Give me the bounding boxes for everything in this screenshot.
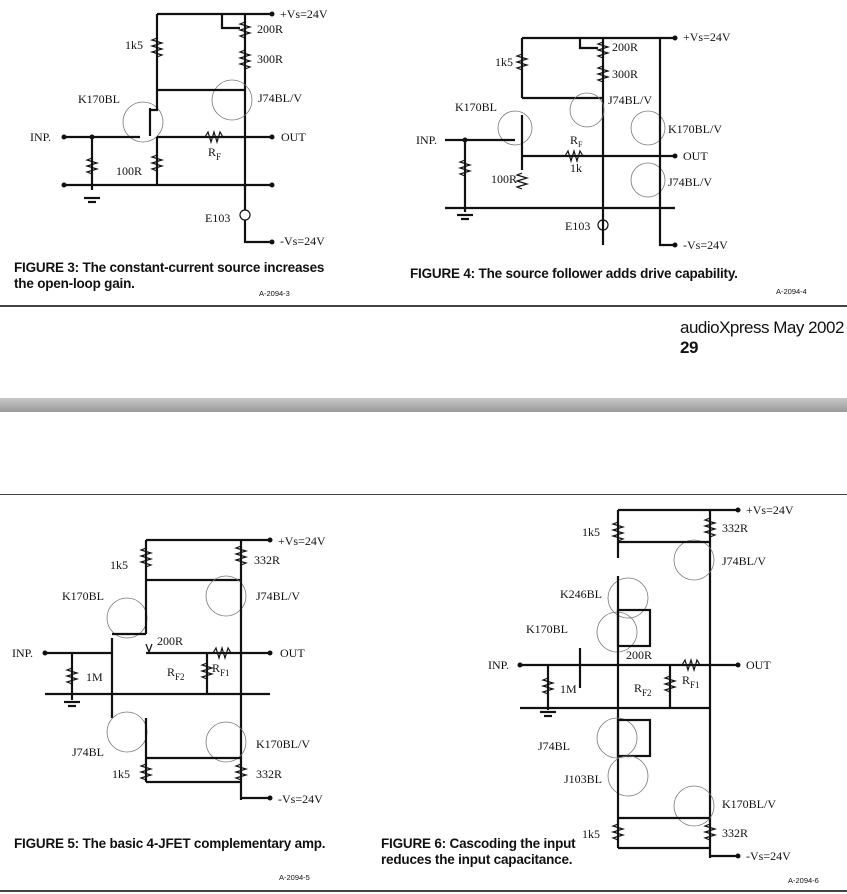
fig3-inp: INP. — [30, 130, 51, 144]
magazine-name: audioXpress — [680, 318, 770, 337]
figure-5-code: A-2094-5 — [279, 873, 310, 882]
page-divider — [0, 398, 847, 412]
fig4-r300: 300R — [612, 67, 638, 81]
page-folio: audioXpress May 2002 29 — [680, 318, 847, 358]
fig5-q3: J74BL — [72, 745, 104, 759]
fig6-r1k5a: 1k5 — [582, 525, 600, 539]
fig4-r200: 200R — [612, 40, 638, 54]
fig5-r332b: 332R — [256, 767, 282, 781]
top-border-rule — [0, 305, 847, 307]
figure-3-text: The constant-current source increases th… — [14, 260, 325, 291]
fig6-r332a: 332R — [722, 521, 748, 535]
figure-3-code: A-2094-3 — [259, 289, 290, 298]
fig4-r1k5: 1k5 — [495, 55, 513, 69]
fig5-r332a: 332R — [254, 553, 280, 567]
fig6-r1k5b: 1k5 — [582, 827, 600, 841]
fig4-q3: K170BL/V — [668, 122, 722, 136]
fig6-q3: J74BL — [538, 739, 570, 753]
fig4-vplus: +Vs=24V — [683, 30, 731, 44]
fig5-vminus: -Vs=24V — [278, 792, 323, 806]
fig5-vplus: +Vs=24V — [278, 534, 326, 548]
fig4-rf: RF — [570, 133, 583, 149]
fig6-rf1: RF1 — [682, 673, 700, 690]
fig4-inp: INP. — [416, 133, 437, 147]
fig3-rf: RF — [208, 145, 221, 162]
bottom-page-rule — [0, 890, 847, 892]
fig4-rf-val: 1k — [570, 161, 582, 175]
figure-4-label: FIGURE 4: — [410, 266, 475, 281]
fig6-q1: K246BL — [560, 587, 602, 601]
figure-6-text: Cascoding the input reduces the input ca… — [381, 836, 576, 867]
fig6-r332b: 332R — [722, 826, 748, 840]
figure-5-schematic: +Vs=24V -Vs=24V 1k5 332R K170BL J74BL/V … — [12, 534, 326, 806]
fig5-q1: K170BL — [62, 589, 104, 603]
fig3-q1: K170BL — [78, 92, 120, 106]
fig3-led: E103 — [205, 211, 230, 225]
fig5-r1k5b: 1k5 — [112, 767, 130, 781]
figure-5-label: FIGURE 5: — [14, 836, 79, 851]
figure-6-label: FIGURE 6: — [381, 836, 446, 851]
fig5-q4: K170BL/V — [256, 737, 310, 751]
fig6-q6: K170BL/V — [722, 797, 776, 811]
fig3-q2: J74BL/V — [258, 91, 302, 105]
figure-3-label: FIGURE 3: — [14, 260, 79, 275]
fig3-r1k5: 1k5 — [125, 38, 143, 52]
fig3-vminus: -Vs=24V — [280, 234, 325, 248]
fig4-led: E103 — [565, 219, 590, 233]
fig5-out: OUT — [280, 646, 305, 660]
figure-6-schematic: +Vs=24V -Vs=24V 1k5 332R J74BL/V K246BL … — [488, 503, 794, 863]
fig3-out: OUT — [281, 130, 306, 144]
fig6-vminus: -Vs=24V — [746, 849, 791, 863]
figure-3-caption: FIGURE 3: The constant-current source in… — [14, 260, 344, 292]
figure-5-text: The basic 4-JFET complementary amp. — [82, 836, 326, 851]
page-number: 29 — [680, 338, 698, 357]
figure-5-caption: FIGURE 5: The basic 4-JFET complementary… — [14, 836, 374, 852]
fig6-rf2: RF2 — [634, 681, 652, 698]
fig6-vplus: +Vs=24V — [746, 503, 794, 517]
figure-3-schematic: +Vs=24V -Vs=24V 1k5 200R 300R K170BL J74… — [30, 7, 328, 248]
figure-6-caption: FIGURE 6: Cascoding the input reduces th… — [381, 836, 581, 868]
fig3-r100: 100R — [116, 164, 142, 178]
fig4-q1: K170BL — [455, 100, 497, 114]
fig5-r1k5a: 1k5 — [110, 558, 128, 572]
fig3-r300: 300R — [257, 52, 283, 66]
fig5-r1m: 1M — [86, 670, 103, 684]
fig3-r200: 200R — [257, 22, 283, 36]
fig5-r200: 200R — [157, 634, 183, 648]
fig4-q4: J74BL/V — [668, 175, 712, 189]
figure-4-schematic: +Vs=24V -Vs=24V 1k5 200R 300R K170BL J74… — [416, 30, 731, 252]
figure-6-code: A-2094-6 — [788, 876, 819, 885]
figure-4-code: A-2094-4 — [776, 287, 807, 296]
fig6-inp: INP. — [488, 658, 509, 672]
fig6-r1m: 1M — [560, 682, 577, 696]
fig6-out: OUT — [746, 658, 771, 672]
fig4-r100: 100R — [491, 172, 517, 186]
figure-4-text: The source follower adds drive capabilit… — [478, 266, 738, 281]
fig5-q2: J74BL/V — [256, 589, 300, 603]
fig4-q2: J74BL/V — [608, 93, 652, 107]
fig3-vplus: +Vs=24V — [280, 7, 328, 21]
fig4-out: OUT — [683, 149, 708, 163]
fig6-r200: 200R — [626, 648, 652, 662]
fig6-q2: K170BL — [526, 622, 568, 636]
fig4-vminus: -Vs=24V — [683, 238, 728, 252]
fig5-inp: INP. — [12, 646, 33, 660]
fig5-rf1: RF1 — [212, 661, 230, 678]
figure-4-caption: FIGURE 4: The source follower adds drive… — [410, 266, 810, 282]
fig6-q4: J103BL — [564, 772, 602, 786]
issue-date: May 2002 — [773, 318, 844, 337]
fig6-q5: J74BL/V — [722, 554, 766, 568]
fig5-rf2: RF2 — [167, 665, 185, 682]
bottom-border-rule — [0, 494, 847, 495]
